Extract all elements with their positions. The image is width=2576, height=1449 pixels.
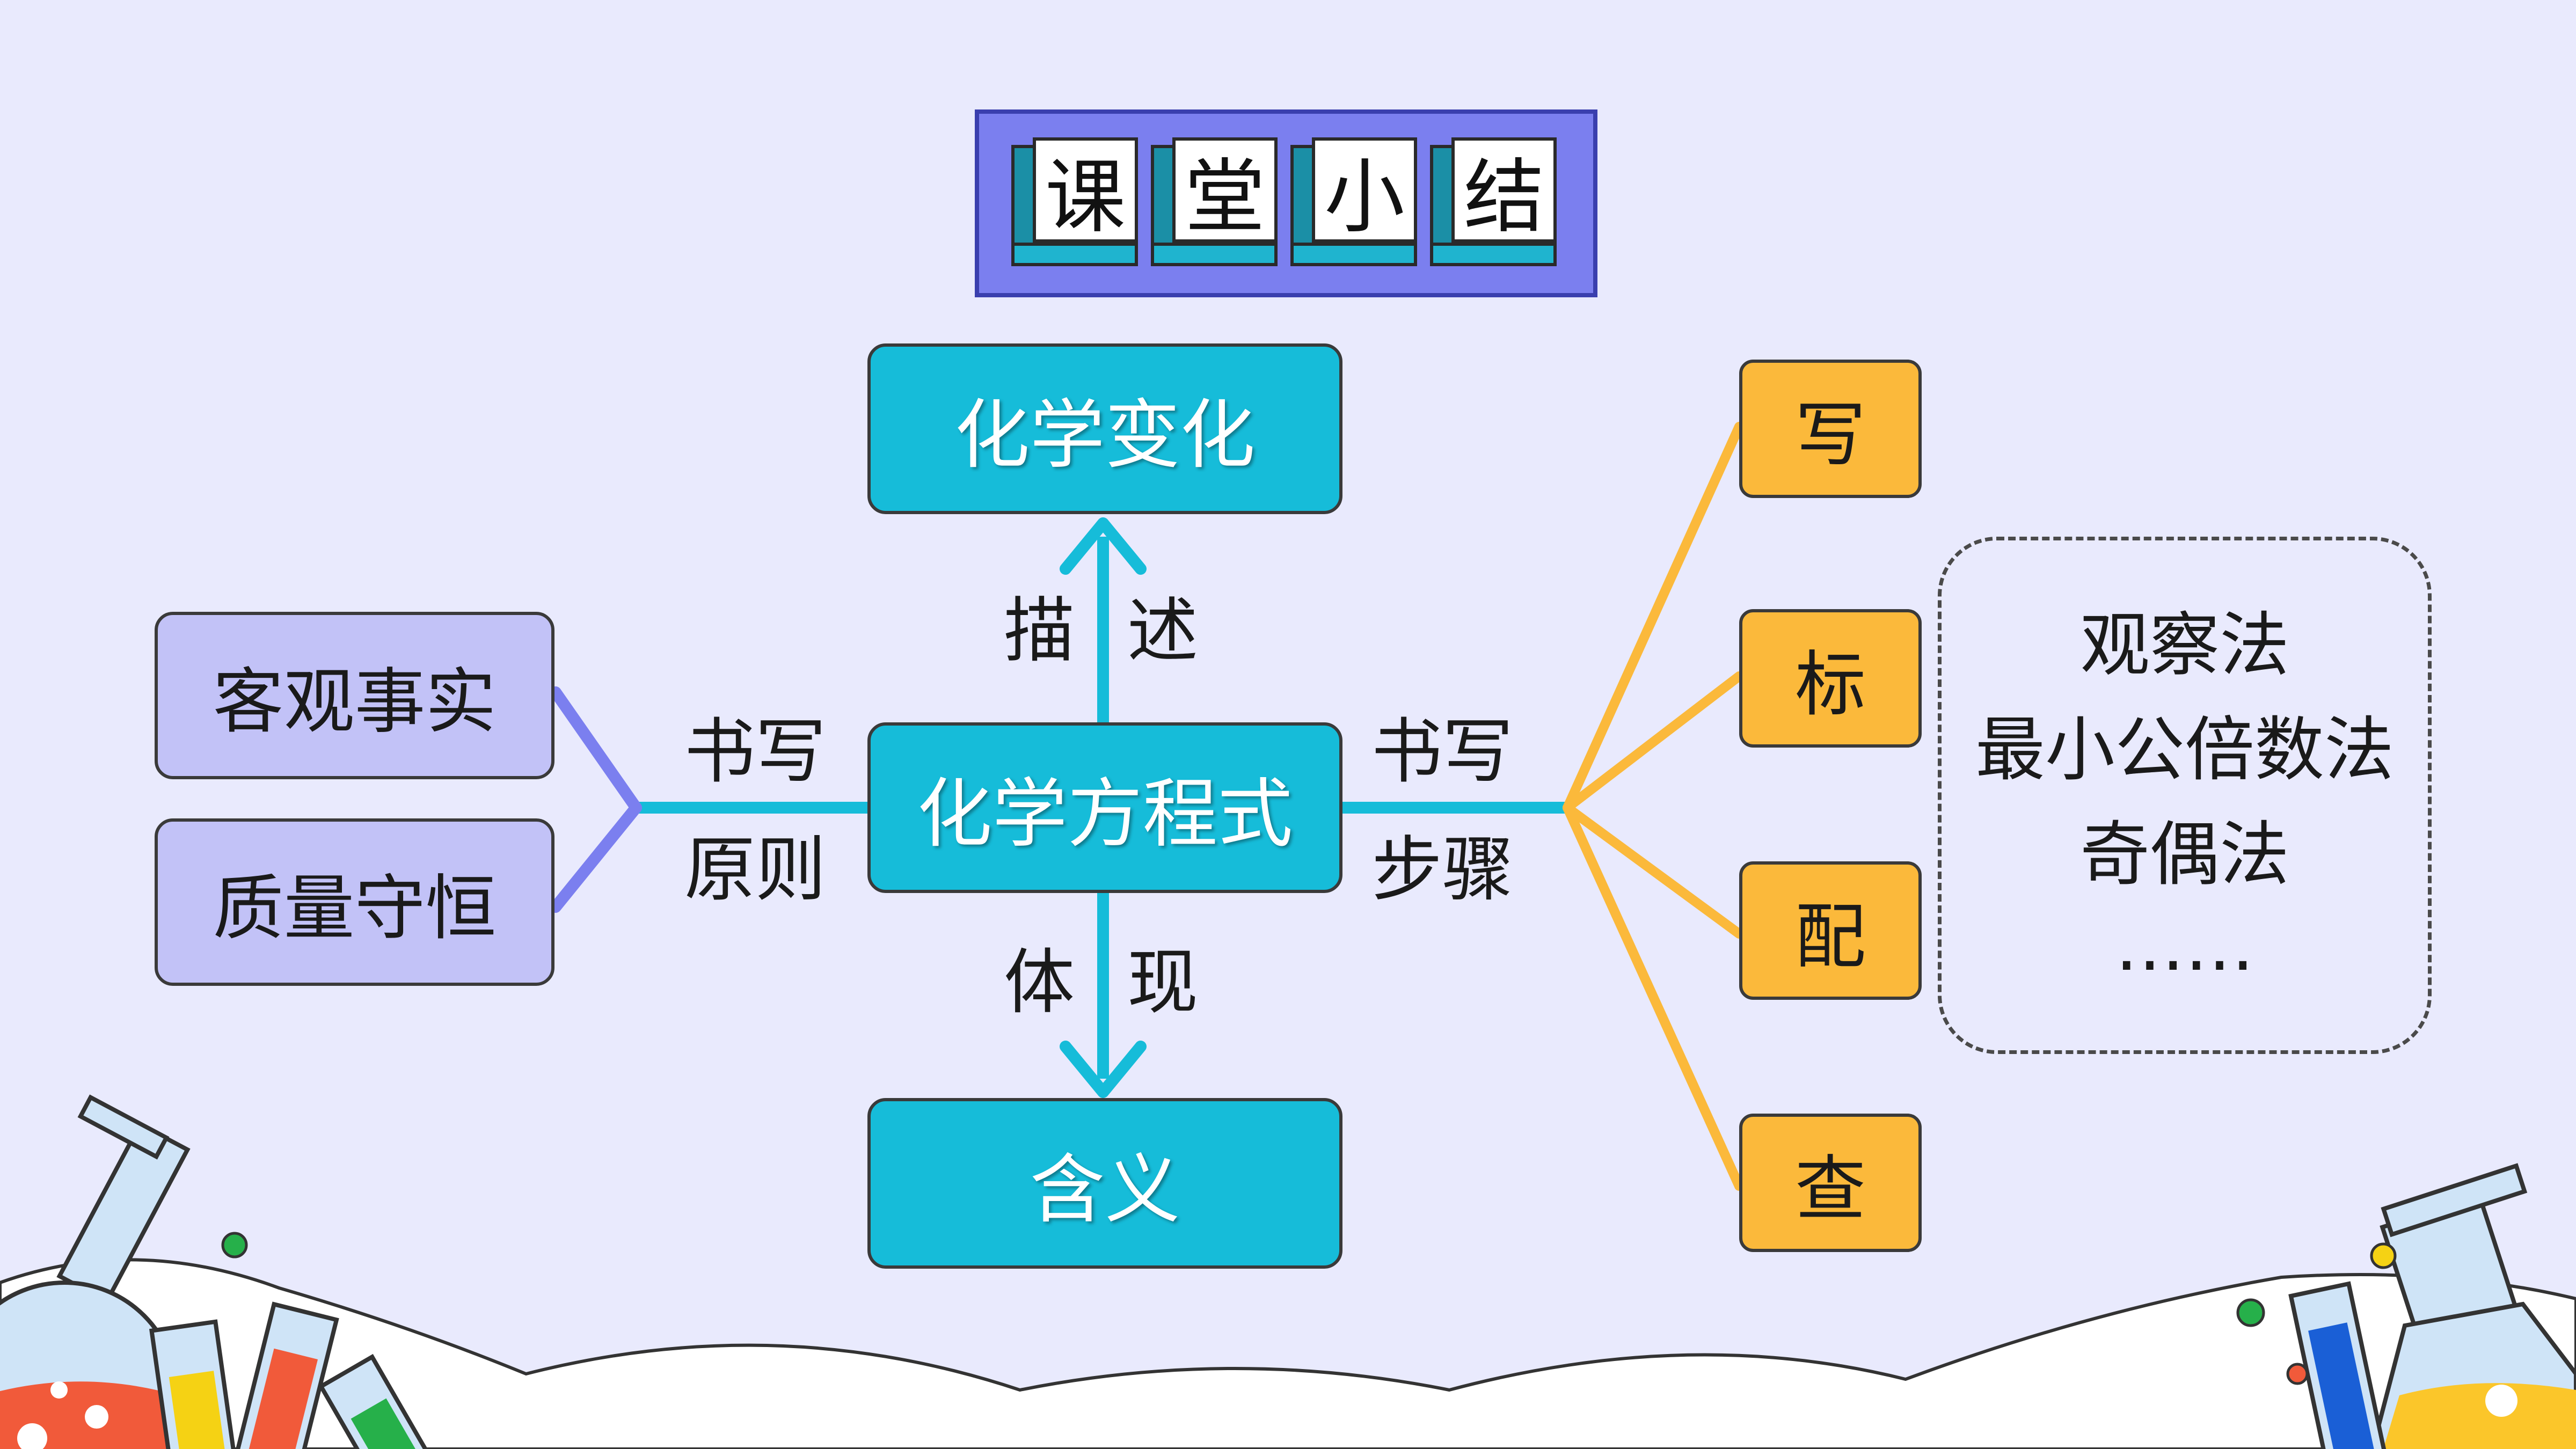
principle-item: 质量守恒 bbox=[155, 818, 554, 986]
cloud-icon bbox=[0, 1258, 2576, 1449]
test-tube-icon bbox=[230, 1301, 339, 1449]
right-connector bbox=[1342, 422, 1744, 1191]
title-tile: 堂 bbox=[1151, 137, 1278, 266]
arrow-label: 述 bbox=[1127, 590, 1198, 672]
balancing-methods-box: 观察法 最小公倍数法 奇偶法 …… bbox=[1938, 537, 2432, 1054]
step-item: 配 bbox=[1739, 861, 1922, 1000]
arrow-label: 描 bbox=[1004, 590, 1075, 672]
arrow-label: 体 bbox=[1004, 941, 1075, 1024]
beaker-icon bbox=[2370, 1163, 2576, 1449]
method-item: …… bbox=[2115, 905, 2254, 986]
principle-item: 客观事实 bbox=[155, 612, 554, 779]
title-char: 结 bbox=[1451, 137, 1557, 244]
down-arrow bbox=[1060, 891, 1147, 1098]
title-char: 堂 bbox=[1172, 137, 1278, 244]
arrow-label: 现 bbox=[1127, 941, 1198, 1024]
method-item: 最小公倍数法 bbox=[1975, 709, 2394, 791]
test-tube-icon bbox=[2288, 1281, 2387, 1449]
step-item: 标 bbox=[1739, 609, 1922, 748]
left-connector bbox=[550, 686, 867, 913]
title-tile: 课 bbox=[1011, 137, 1138, 266]
step-item: 查 bbox=[1739, 1114, 1922, 1252]
bubble-icon bbox=[2286, 1363, 2309, 1385]
title-char: 课 bbox=[1033, 137, 1138, 244]
right-branch-label: 书写 bbox=[1371, 711, 1513, 793]
left-branch-label: 原则 bbox=[684, 829, 826, 911]
title-banner: 课 堂 小 结 bbox=[975, 109, 1597, 297]
test-tube-icon bbox=[149, 1319, 240, 1449]
bottom-node: 含义 bbox=[867, 1098, 1342, 1269]
step-item: 写 bbox=[1739, 360, 1922, 498]
title-tile: 小 bbox=[1290, 137, 1417, 266]
top-node: 化学变化 bbox=[867, 343, 1342, 514]
test-tube-icon bbox=[318, 1353, 445, 1449]
bubble-icon bbox=[2370, 1242, 2397, 1269]
left-branch-label: 书写 bbox=[684, 711, 826, 793]
title-char: 小 bbox=[1312, 137, 1417, 244]
up-arrow bbox=[1060, 517, 1147, 724]
bubble-icon bbox=[2236, 1298, 2265, 1327]
bubble-icon bbox=[221, 1232, 248, 1258]
right-branch-label: 步骤 bbox=[1371, 829, 1513, 911]
center-node: 化学方程式 bbox=[867, 722, 1342, 893]
method-item: 观察法 bbox=[2079, 604, 2289, 686]
method-item: 奇偶法 bbox=[2079, 814, 2289, 895]
title-tile: 结 bbox=[1430, 137, 1557, 266]
flask-icon bbox=[0, 1094, 191, 1449]
